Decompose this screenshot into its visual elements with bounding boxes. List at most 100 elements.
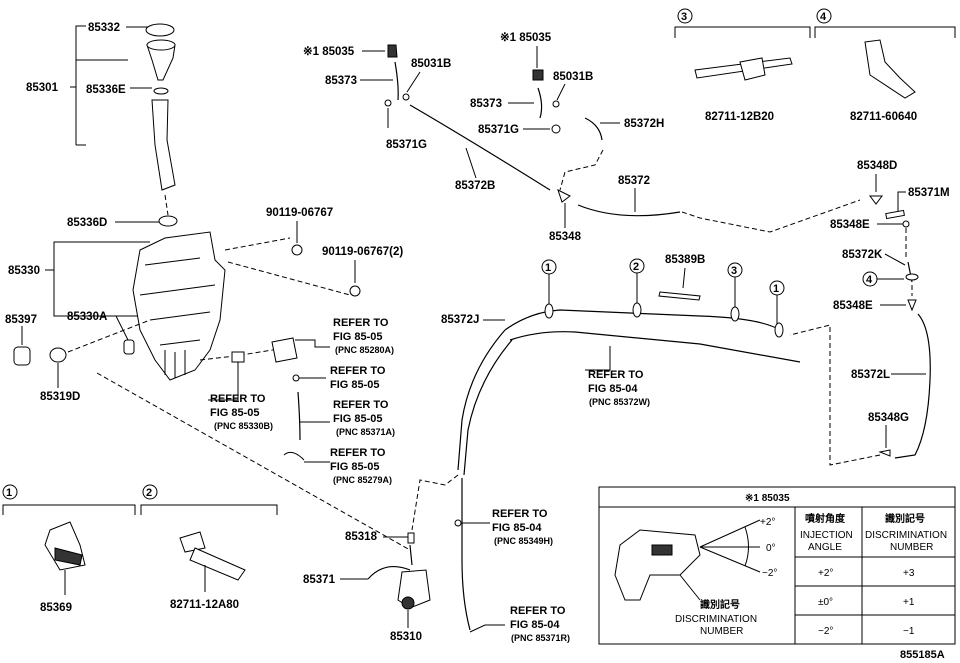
ref1-l3: (PNC 85280A): [335, 345, 394, 355]
refer-left: REFER TO FIG 85-05 (PNC 85280A) REFER TO…: [210, 317, 395, 485]
label-85336D: 85336D: [67, 217, 107, 229]
col2-en2: NUMBER: [890, 542, 933, 553]
ref6-l1: REFER TO: [588, 369, 644, 381]
filler-group: 85332 85301 85336E: [26, 22, 176, 216]
label-85372: 85372: [618, 175, 650, 187]
grommet-85336D: [158, 215, 178, 227]
label-85348-a: 85348: [549, 231, 582, 243]
sensor-grommet: [49, 347, 67, 363]
ref7-l1: REFER TO: [492, 508, 548, 520]
callout-4: [816, 8, 832, 24]
filler-cap: [145, 23, 175, 37]
label-82711-60640: 82711-60640: [850, 111, 917, 123]
label-90119-b: 90119-06767(2): [322, 246, 403, 258]
label-85336E: 85336E: [86, 84, 126, 96]
ref3-l2: FIG 85-05: [210, 407, 260, 419]
label-85301: 85301: [26, 82, 59, 94]
row1-number: +3: [903, 568, 915, 579]
protector-85389B: [658, 291, 701, 301]
label-85035-b: ※1 85035: [500, 31, 552, 44]
label-85348E-1: 85348E: [830, 219, 870, 231]
clips-top-right: 3 4 82711-12B20 82711-60640: [674, 8, 956, 123]
ang-minus: −2°: [762, 568, 777, 579]
ref7-l2: FIG 85-04: [492, 522, 542, 534]
label-85372J: 85372J: [441, 314, 479, 326]
label-85330A: 85330A: [67, 311, 107, 323]
col2-jp: 識別記号: [885, 512, 925, 525]
label-85371G-b: 85371G: [478, 124, 519, 136]
nozzle-b: [532, 69, 544, 81]
ref3-l3: (PNC 85330B): [214, 421, 273, 431]
nozzle-group-b: ※1 85035 85031B 85373 85371G 85372H 8534…: [470, 31, 861, 243]
label-85035-a: ※1 85035: [303, 45, 355, 58]
label-82711-12B20: 82711-12B20: [705, 111, 774, 123]
label-85330: 85330: [8, 265, 40, 277]
row2-angle: ±0°: [818, 597, 833, 608]
svg-text:2: 2: [146, 487, 152, 499]
row3-angle: −2°: [818, 626, 833, 637]
washer-tank: [132, 231, 226, 381]
label-85318: 85318: [345, 531, 378, 543]
svg-text:4: 4: [820, 11, 827, 23]
disc-jp: 識別記号: [700, 598, 740, 611]
tank-group: 85336D 85330 85330A 85397 85319D 90119-0…: [5, 207, 411, 551]
label-85319D: 85319D: [40, 391, 80, 403]
label-85348D: 85348D: [857, 160, 897, 172]
col2-en1: DISCRIMINATION: [865, 530, 947, 541]
label-85348G: 85348G: [868, 412, 909, 424]
ref4-l2: FIG 85-05: [333, 413, 383, 425]
row2-number: +1: [903, 597, 915, 608]
label-85371M: 85371M: [908, 187, 950, 199]
angle-table: ※1 85035 噴射角度 INJECTION ANGLE 識別記号 DISCR…: [598, 486, 956, 645]
filler-pipe: [151, 99, 176, 191]
col1-en2: ANGLE: [808, 542, 842, 553]
row3-number: −1: [903, 626, 915, 637]
row1-angle: +2°: [818, 568, 833, 579]
bolt-b: [349, 285, 361, 297]
main-hose-group: 1 2 3 1 85389B 85372J REFER TO FIG 85-04…: [411, 254, 801, 643]
ref3-l1: REFER TO: [210, 393, 266, 405]
svg-text:1: 1: [6, 487, 12, 499]
label-85332: 85332: [88, 22, 120, 34]
label-85372L: 85372L: [851, 369, 890, 381]
label-85373-a: 85373: [325, 75, 357, 87]
svg-text:2: 2: [633, 261, 639, 273]
label-85389B: 85389B: [665, 254, 705, 266]
ref7-l3: (PNC 85349H): [494, 536, 553, 546]
pump-group: 85318 85371 85310: [303, 531, 431, 643]
ang-plus: +2°: [760, 517, 775, 528]
ref4-l1: REFER TO: [333, 399, 389, 411]
disc-en1: DISCRIMINATION: [675, 614, 757, 625]
callout-3: [677, 8, 693, 24]
ref4-l3: (PNC 85371A): [336, 427, 395, 437]
label-85031B-a: 85031B: [411, 58, 451, 70]
svg-text:3: 3: [681, 11, 687, 23]
label-85372B: 85372B: [455, 180, 495, 192]
tank-grommet: [123, 339, 135, 355]
nozzle-illustration: [614, 529, 701, 601]
rear-hose-group: 85348D 85371M 85348E 85372K 4 85348E 853…: [789, 160, 950, 466]
ref1-l1: REFER TO: [333, 317, 389, 329]
joint-85348: [557, 189, 571, 203]
svg-text:3: 3: [731, 265, 737, 277]
table-title: ※1 85035: [745, 493, 790, 504]
disc-mark: [651, 544, 673, 556]
label-85373-b: 85373: [470, 98, 502, 110]
bolt-a: [291, 244, 303, 256]
clips-bottom-left: 1 2 85369 82711-12A80: [2, 484, 278, 614]
nozzle-group-a: ※1 85035 85373 85031B 85371G 85372B: [303, 44, 551, 192]
disc-en2: NUMBER: [700, 626, 743, 637]
clip-82711-12A80: [179, 531, 206, 553]
svg-text:1: 1: [545, 262, 551, 274]
clip-82711-60640: [864, 39, 916, 99]
label-85369: 85369: [40, 602, 72, 614]
ref8-l2: FIG 85-04: [510, 619, 560, 631]
label-90119-a: 90119-06767: [266, 207, 333, 219]
grommet-85336E: [153, 87, 169, 95]
svg-text:4: 4: [866, 274, 873, 286]
col1-en1: INJECTION: [800, 530, 853, 541]
ref6-l3: (PNC 85372W): [589, 397, 650, 407]
label-82711-12A80: 82711-12A80: [170, 599, 239, 611]
